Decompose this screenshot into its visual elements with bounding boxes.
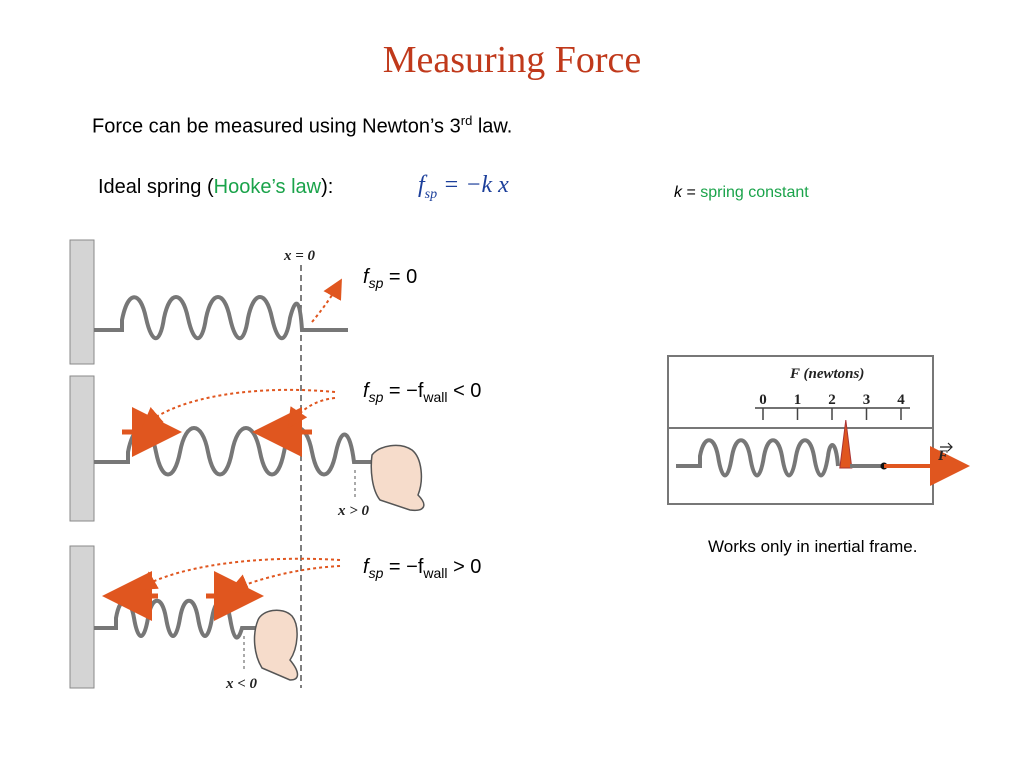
spring-rest [94, 295, 348, 341]
label-wall: wall [423, 565, 448, 581]
label-f: f [363, 266, 369, 288]
spring-stretched [94, 426, 372, 477]
vector-arrow-icon [940, 442, 953, 452]
label-rest-text: = 0 [383, 266, 418, 288]
scale-pointer [839, 419, 853, 469]
wall-2 [69, 375, 95, 522]
eq-sub: sp [424, 186, 438, 202]
label-rest: fsp = 0 [363, 266, 417, 291]
pointer-arrow-2b [287, 397, 336, 429]
label-f: f [363, 556, 369, 578]
label-sub: sp [368, 565, 384, 581]
hooke-equation: fsp = −k x [418, 172, 509, 203]
scale-tick-label: 4 [897, 392, 905, 408]
scale-ticks: 0 1 2 3 4 [759, 392, 905, 420]
label-stretched: fsp = −fwall < 0 [363, 380, 481, 405]
scale-spring [676, 438, 840, 478]
intro-end: law. [472, 115, 513, 138]
pointer-arrow-1 [311, 278, 342, 323]
label-wall: wall [423, 389, 448, 405]
k-desc: spring constant [700, 184, 809, 201]
scale-frame [667, 355, 934, 505]
spring-scale: F (newtons) 0 1 2 3 4 F [667, 355, 970, 505]
label-sub: sp [368, 389, 384, 405]
spring-line: Ideal spring (Hooke’s law): [98, 176, 333, 199]
wall-3 [69, 545, 95, 689]
spring-compressed [94, 598, 258, 640]
label-sub: sp [368, 275, 384, 291]
k-symbol: k [674, 184, 682, 201]
spring-suffix: ): [321, 176, 334, 198]
intro-main: Force can be measured using Newton’s 3 [92, 115, 461, 138]
pointer-arrow-3a [136, 557, 341, 590]
wall-1 [69, 239, 95, 365]
pointer-arrow-2a [141, 388, 336, 428]
label-tail: < 0 [447, 380, 482, 402]
spring-prefix: Ideal spring ( [98, 176, 214, 198]
intro-sup: rd [460, 113, 473, 128]
label-rest-text: = −f [383, 380, 424, 402]
scale-tick-label: 3 [863, 392, 871, 408]
xpos-label: x > 0 [337, 503, 370, 519]
scale-heading: F (newtons) [789, 366, 864, 382]
label-f: f [363, 380, 369, 402]
scale-tick-label: 2 [828, 392, 836, 408]
slide-title: Measuring Force [382, 39, 642, 81]
k-definition: k = spring constant [674, 184, 809, 202]
hookes-law-text: Hooke’s law [213, 176, 322, 198]
hand-pull [370, 444, 425, 512]
label-tail: > 0 [447, 556, 482, 578]
xneg-label: x < 0 [225, 676, 258, 692]
pointer-arrow-3b [228, 565, 341, 593]
force-label: F [937, 448, 948, 464]
eq-f: f [418, 172, 425, 198]
x0-label: x = 0 [283, 248, 316, 264]
label-rest-text: = −f [383, 556, 424, 578]
scale-tick-label: 0 [759, 392, 767, 408]
k-eq: = [682, 184, 701, 201]
intro-text: Force can be measured using Newton’s 3rd… [92, 113, 512, 139]
label-compressed: fsp = −fwall > 0 [363, 556, 481, 581]
inertial-note: Works only in inertial frame. [708, 537, 918, 556]
scale-tick-label: 1 [794, 392, 802, 408]
hand-push [253, 609, 299, 681]
eq-rhs: = −k x [437, 172, 509, 198]
